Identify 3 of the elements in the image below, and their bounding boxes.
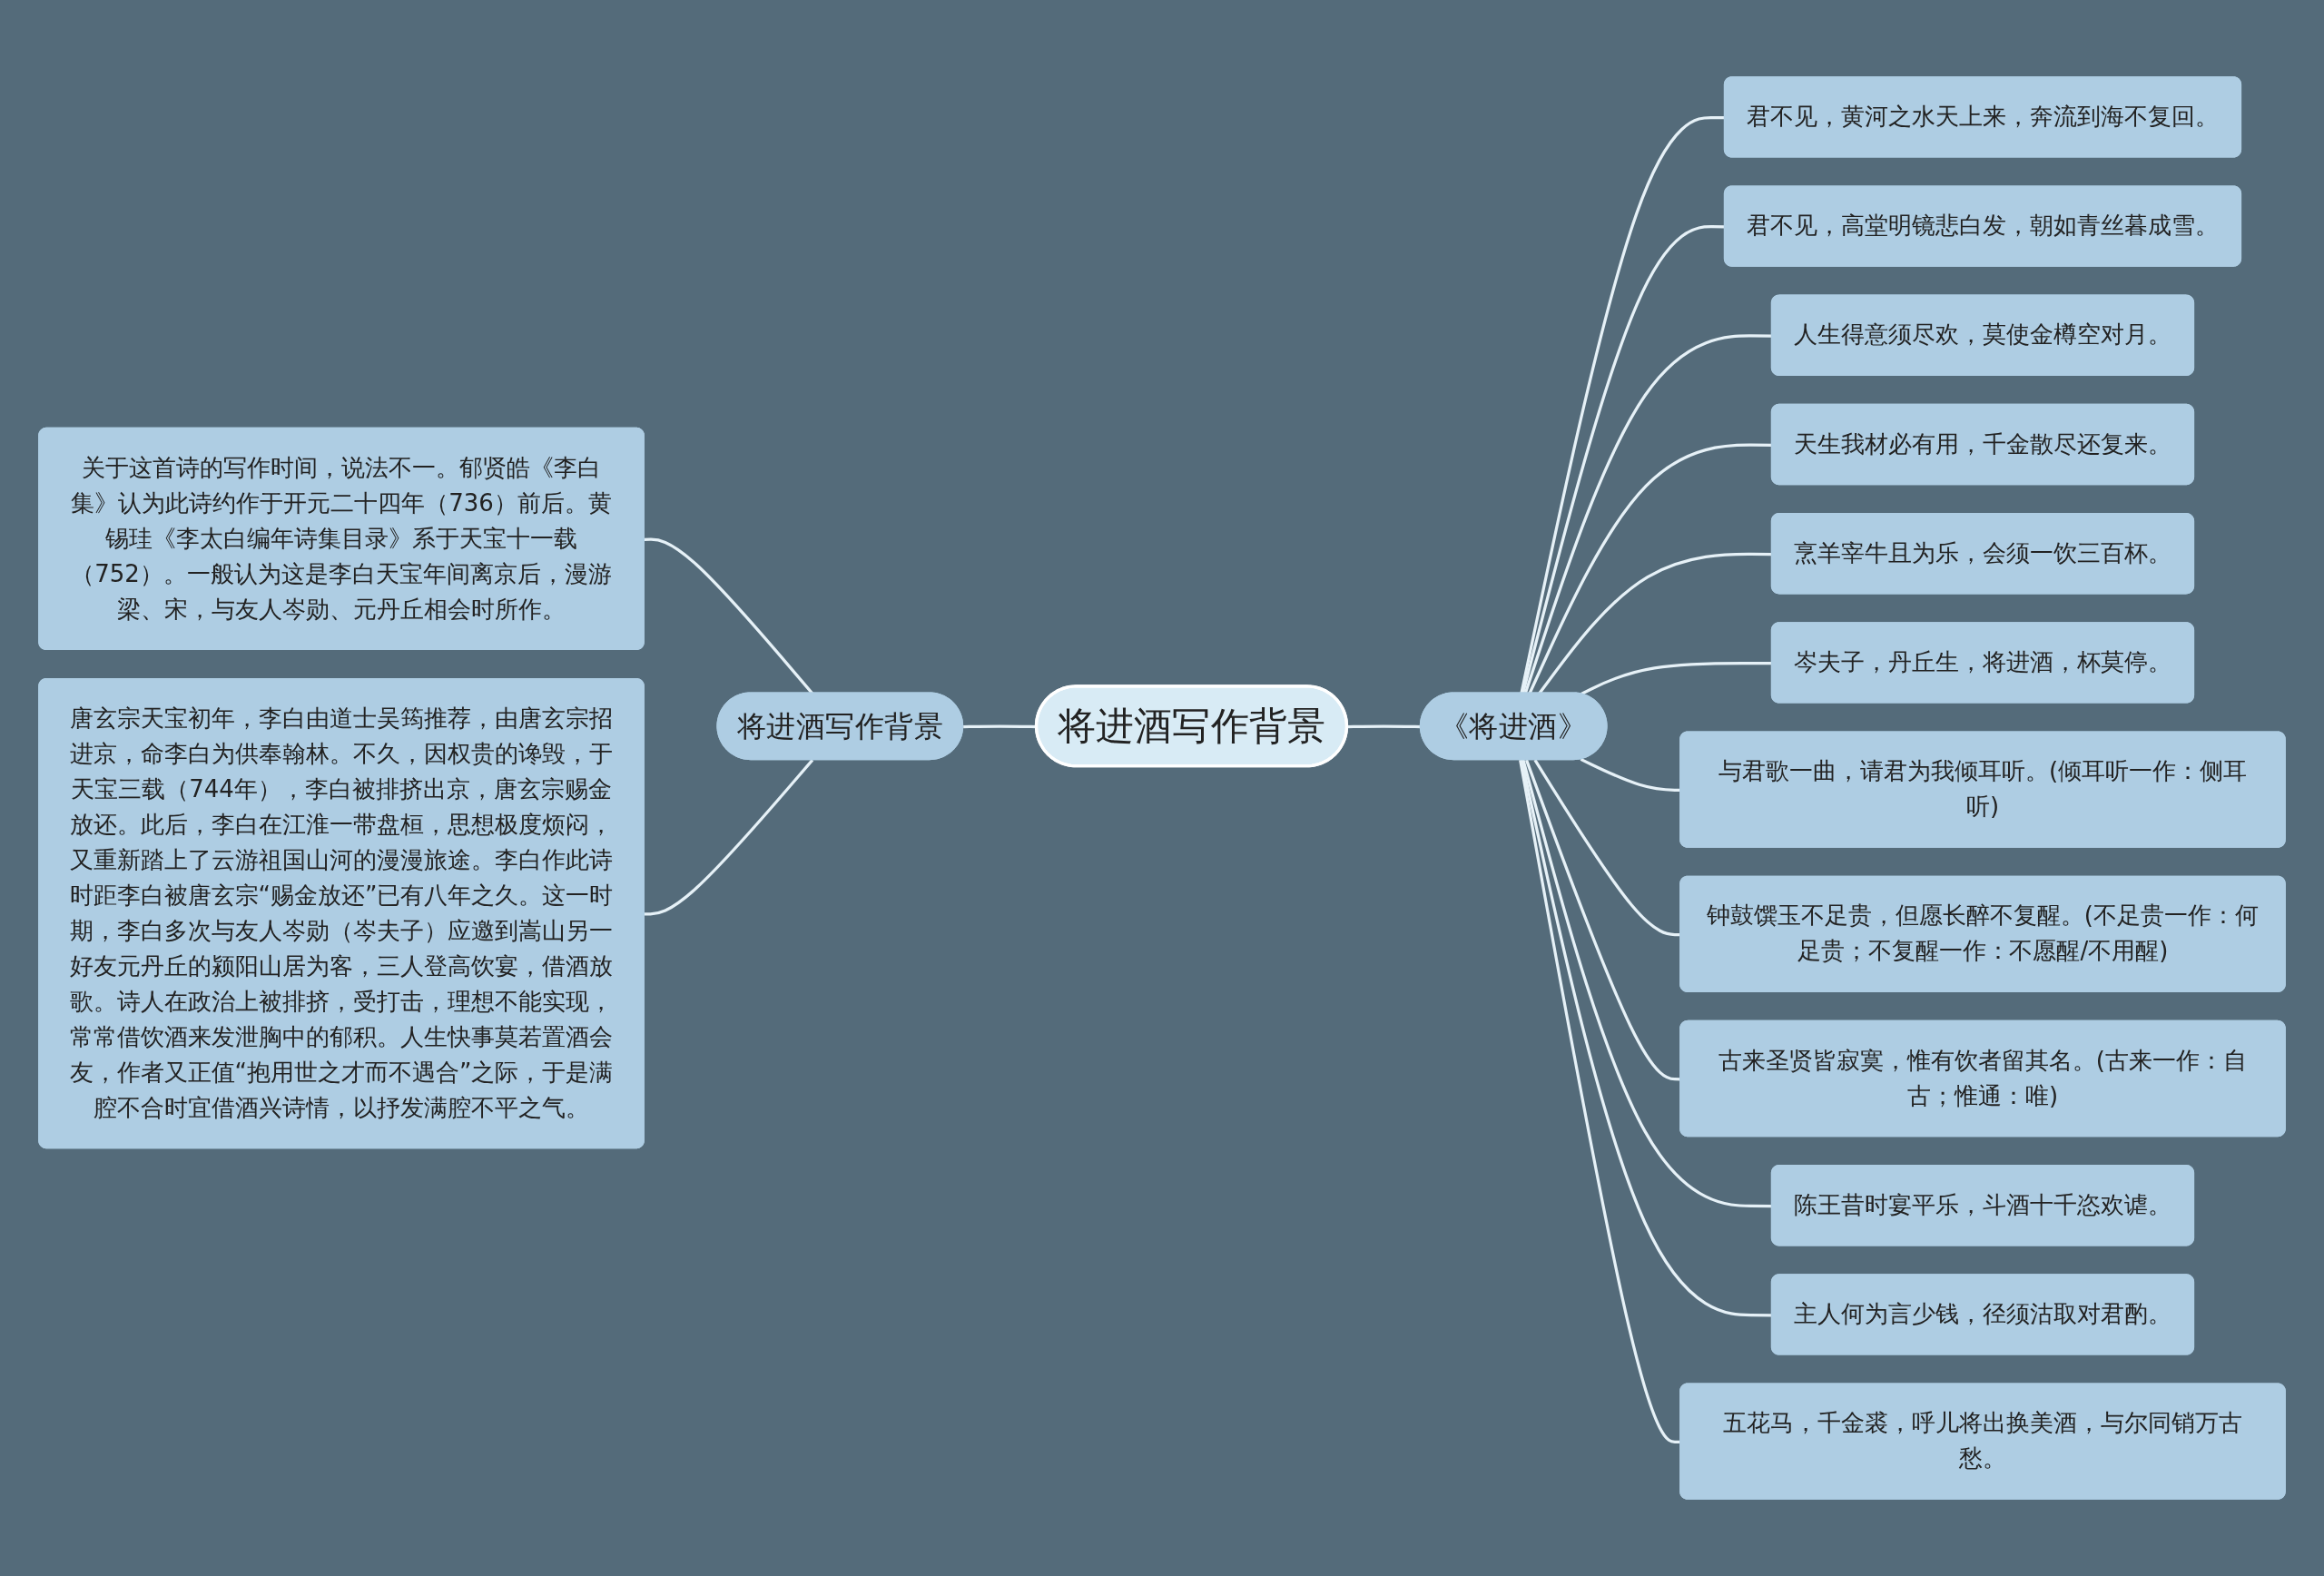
connector xyxy=(963,724,1038,729)
connector xyxy=(644,759,814,916)
connector xyxy=(1347,724,1422,729)
